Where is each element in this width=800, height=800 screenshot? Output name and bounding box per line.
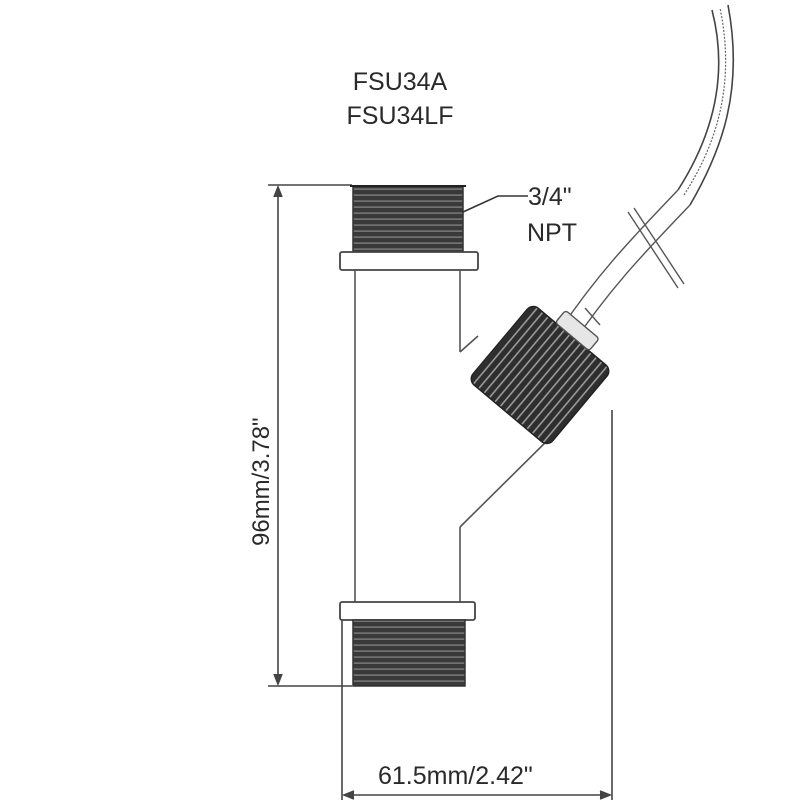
thread-type-label: NPT bbox=[527, 219, 577, 247]
bottom-collar bbox=[339, 601, 476, 621]
thread-size-label: 3/4" bbox=[528, 183, 572, 211]
pipe-body bbox=[354, 270, 559, 602]
model-label-2: FSU34LF bbox=[346, 102, 454, 130]
height-dimension-label: 96mm/3.78" bbox=[248, 417, 275, 546]
model-label-1: FSU34A bbox=[352, 68, 448, 96]
sensor-cap bbox=[470, 305, 610, 445]
top-collar bbox=[339, 251, 479, 271]
top-thread bbox=[350, 185, 466, 253]
width-dimension-label: 61.5mm/2.42" bbox=[378, 762, 533, 790]
height-dimension bbox=[268, 184, 352, 687]
bottom-thread bbox=[352, 619, 466, 687]
width-dimension bbox=[341, 410, 613, 800]
sensor-cable bbox=[559, 4, 735, 346]
